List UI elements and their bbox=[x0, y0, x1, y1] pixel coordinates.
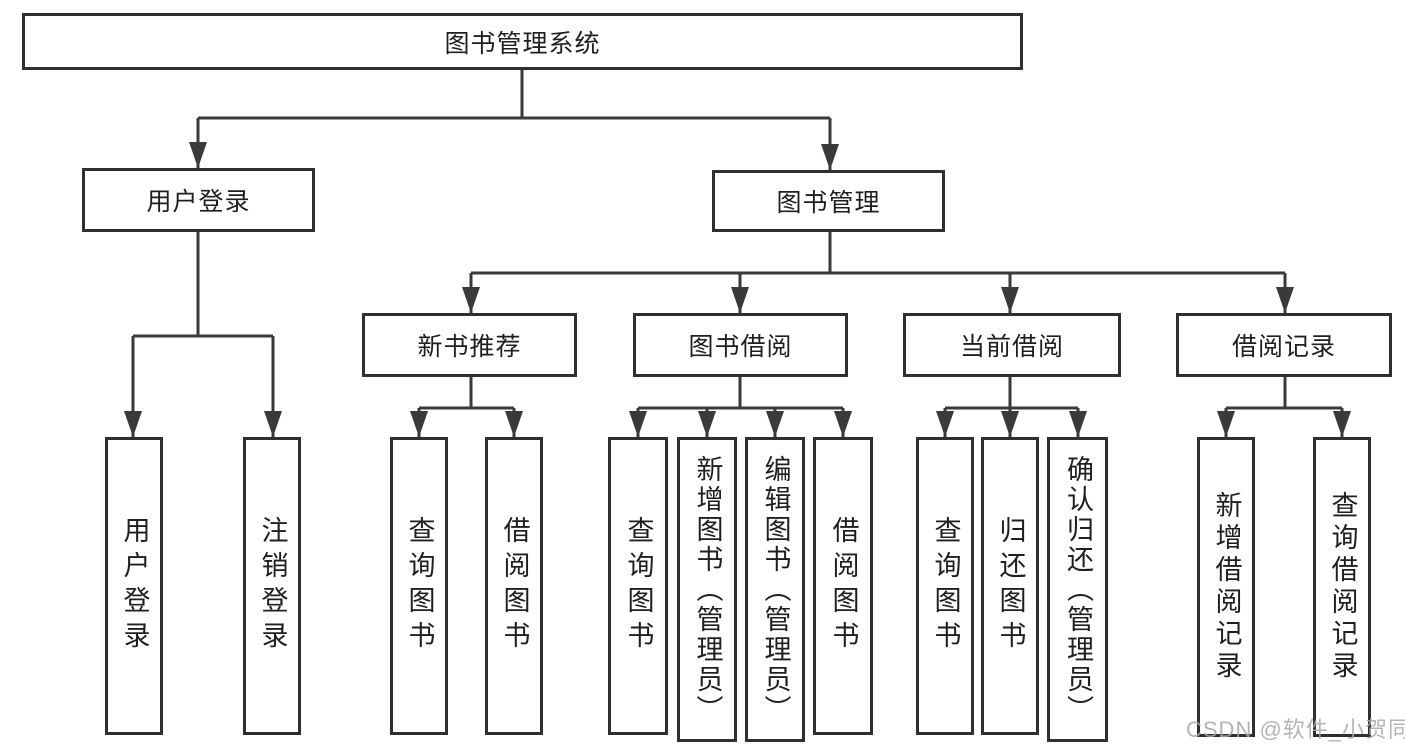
leaf-query-books-current: 查询图书 bbox=[916, 437, 974, 735]
csdn-watermark: CSDN @软件_小贺同学 bbox=[1186, 717, 1405, 742]
leaf-borrow-books-borrowing: 借阅图书 bbox=[813, 437, 873, 735]
leaf-query-books-borrowing: 查询图书 bbox=[608, 437, 668, 735]
leaf-add-book-admin: 新增图书（管理员） bbox=[677, 437, 737, 742]
leaf-logout: 注销登录 bbox=[243, 437, 301, 735]
node-book-management: 图书管理 bbox=[712, 170, 945, 232]
leaf-return-books: 归还图书 bbox=[981, 437, 1039, 735]
leaf-query-books-recommend: 查询图书 bbox=[390, 437, 448, 735]
node-new-book-recommend: 新书推荐 bbox=[362, 313, 577, 377]
node-borrowing-records: 借阅记录 bbox=[1176, 313, 1392, 377]
leaf-confirm-return-admin: 确认归还（管理员） bbox=[1047, 437, 1108, 742]
leaf-borrow-books-recommend: 借阅图书 bbox=[485, 437, 543, 735]
node-user-login: 用户登录 bbox=[82, 168, 315, 232]
node-current-borrowing: 当前借阅 bbox=[903, 313, 1121, 377]
leaf-add-borrow-record: 新增借阅记录 bbox=[1197, 437, 1255, 737]
leaf-edit-book-admin: 编辑图书（管理员） bbox=[745, 437, 805, 742]
leaf-query-borrow-record: 查询借阅记录 bbox=[1313, 437, 1371, 737]
node-book-borrowing: 图书借阅 bbox=[633, 313, 848, 377]
node-library-system: 图书管理系统 bbox=[22, 13, 1023, 70]
leaf-user-login: 用户登录 bbox=[105, 437, 163, 735]
